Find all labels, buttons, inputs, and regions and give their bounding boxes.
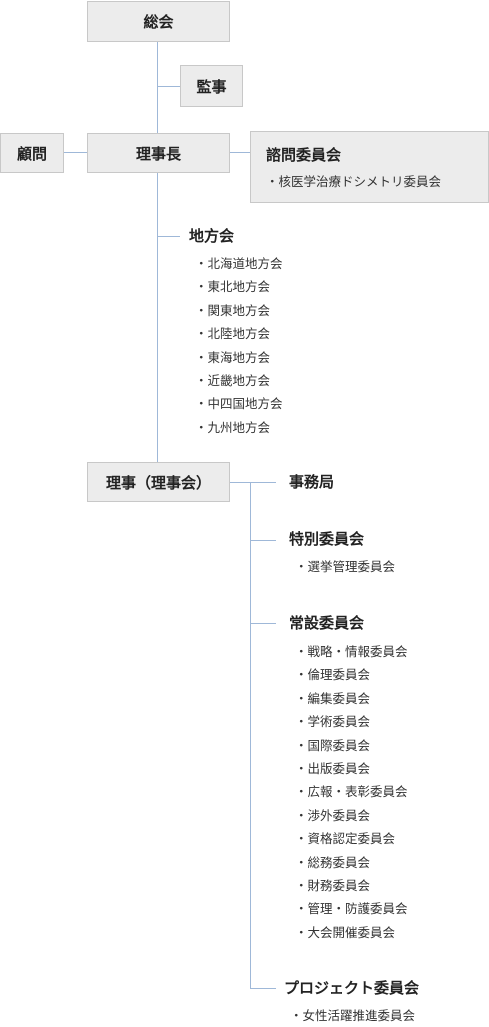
- list-item: 選挙管理委員会: [295, 555, 396, 578]
- special-committee-title: 特別委員会: [289, 530, 365, 548]
- advisor-connector: [64, 152, 88, 153]
- list-item: 東北地方会: [195, 275, 283, 298]
- trunk-line-lower: [157, 172, 158, 462]
- list-item: 国際委員会: [295, 734, 408, 757]
- advisory-committee-connector: [230, 152, 250, 153]
- list-item: 編集委員会: [295, 687, 408, 710]
- list-item: 財務委員会: [295, 874, 408, 897]
- special-committee-list: 選挙管理委員会: [295, 555, 396, 578]
- standing-committee-connector: [250, 623, 276, 624]
- advisory-committee-title: 諮問委員会: [266, 146, 342, 164]
- list-item: 中四国地方会: [195, 392, 283, 415]
- standing-committee-title: 常設委員会: [289, 614, 365, 632]
- list-item: 関東地方会: [195, 299, 283, 322]
- trunk-line-upper: [157, 42, 158, 134]
- list-item: 近畿地方会: [195, 369, 283, 392]
- chairman-box: 理事長: [87, 133, 230, 173]
- board-right-connector: [230, 482, 276, 483]
- list-item: 倫理委員会: [295, 663, 408, 686]
- regional-connector: [157, 236, 180, 237]
- list-item: 東海地方会: [195, 346, 283, 369]
- auditor-connector: [157, 86, 180, 87]
- list-item: 戦略・情報委員会: [295, 640, 408, 663]
- list-item: 女性活躍推進委員会: [290, 1004, 416, 1027]
- list-item: 北海道地方会: [195, 252, 283, 275]
- project-committee-connector: [250, 988, 276, 989]
- committee-trunk-line: [250, 482, 251, 989]
- standing-committee-list: 戦略・情報委員会 倫理委員会 編集委員会 学術委員会 国際委員会 出版委員会 広…: [295, 640, 408, 944]
- advisor-box: 顧問: [0, 133, 64, 173]
- project-committee-list: 女性活躍推進委員会: [290, 1004, 416, 1027]
- list-item: 大会開催委員会: [295, 921, 408, 944]
- secretariat-title: 事務局: [289, 473, 335, 491]
- list-item: 広報・表彰委員会: [295, 780, 408, 803]
- board-box: 理事（理事会）: [87, 462, 230, 502]
- advisory-committee-list: 核医学治療ドシメトリ委員会: [266, 170, 442, 193]
- list-item: 資格認定委員会: [295, 827, 408, 850]
- advisory-committee-box: 諮問委員会 核医学治療ドシメトリ委員会: [250, 131, 489, 203]
- list-item: 核医学治療ドシメトリ委員会: [266, 170, 442, 193]
- list-item: 管理・防護委員会: [295, 897, 408, 920]
- special-committee-connector: [250, 540, 276, 541]
- list-item: 学術委員会: [295, 710, 408, 733]
- list-item: 北陸地方会: [195, 322, 283, 345]
- list-item: 出版委員会: [295, 757, 408, 780]
- regional-meetings-title: 地方会: [189, 227, 235, 245]
- general-assembly-box: 総会: [87, 1, 230, 42]
- regional-meetings-list: 北海道地方会 東北地方会 関東地方会 北陸地方会 東海地方会 近畿地方会 中四国…: [195, 252, 283, 439]
- list-item: 九州地方会: [195, 416, 283, 439]
- project-committee-title: プロジェクト委員会: [284, 979, 420, 997]
- list-item: 渉外委員会: [295, 804, 408, 827]
- auditor-box: 監事: [180, 65, 243, 107]
- list-item: 総務委員会: [295, 851, 408, 874]
